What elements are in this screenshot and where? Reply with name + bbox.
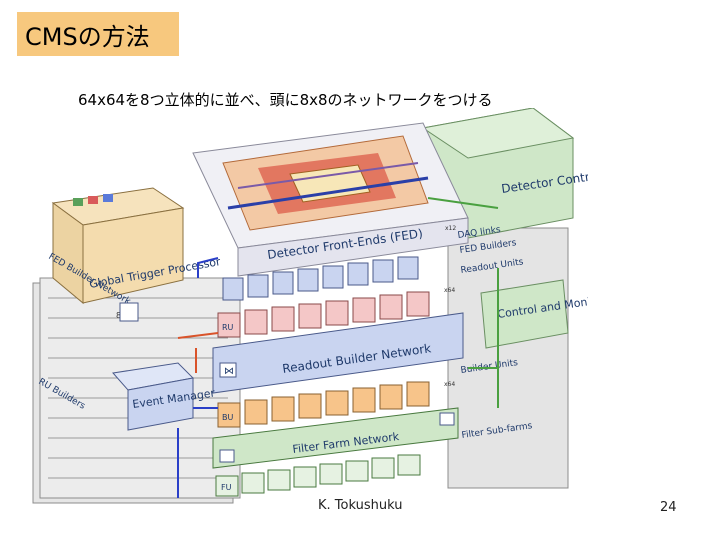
x64-label-b: x64: [444, 381, 455, 388]
x12-label: x12: [445, 225, 456, 232]
x64-label-a: x64: [444, 287, 455, 294]
readout-builder-network: Readout Builder Network ⋈: [212, 312, 464, 394]
builder-unit-boxes: BU: [217, 381, 430, 428]
control-monitor-panel: Control and Monitor: [480, 279, 588, 349]
cms-daq-diagram: Detector Controls Detector Front-Ends (F…: [32, 108, 588, 504]
x8-label: 8: [116, 311, 121, 320]
fed-panel: Detector Front-Ends (FED) x12: [192, 122, 469, 277]
connection-lines: [177, 197, 499, 498]
fu-label: FU: [221, 483, 232, 492]
page-number: 24: [660, 500, 677, 515]
svg-text:⋈: ⋈: [224, 366, 234, 377]
readout-unit-boxes: RU: [217, 291, 430, 338]
filter-unit-boxes: FU: [215, 454, 421, 497]
slide-title: CMSの方法: [17, 12, 179, 56]
slide-subtitle: 64x64を8つ立体的に並べ、頭に8x8のネットワークをつける: [78, 91, 493, 109]
event-manager-panel: Event Manager: [112, 362, 216, 431]
filter-farm-network: Filter Farm Network: [212, 407, 459, 469]
ru-label: RU: [222, 323, 234, 332]
bu-label: BU: [222, 413, 233, 422]
footer-author: K. Tokushuku: [318, 498, 403, 513]
fed-builder-boxes: [222, 256, 419, 301]
